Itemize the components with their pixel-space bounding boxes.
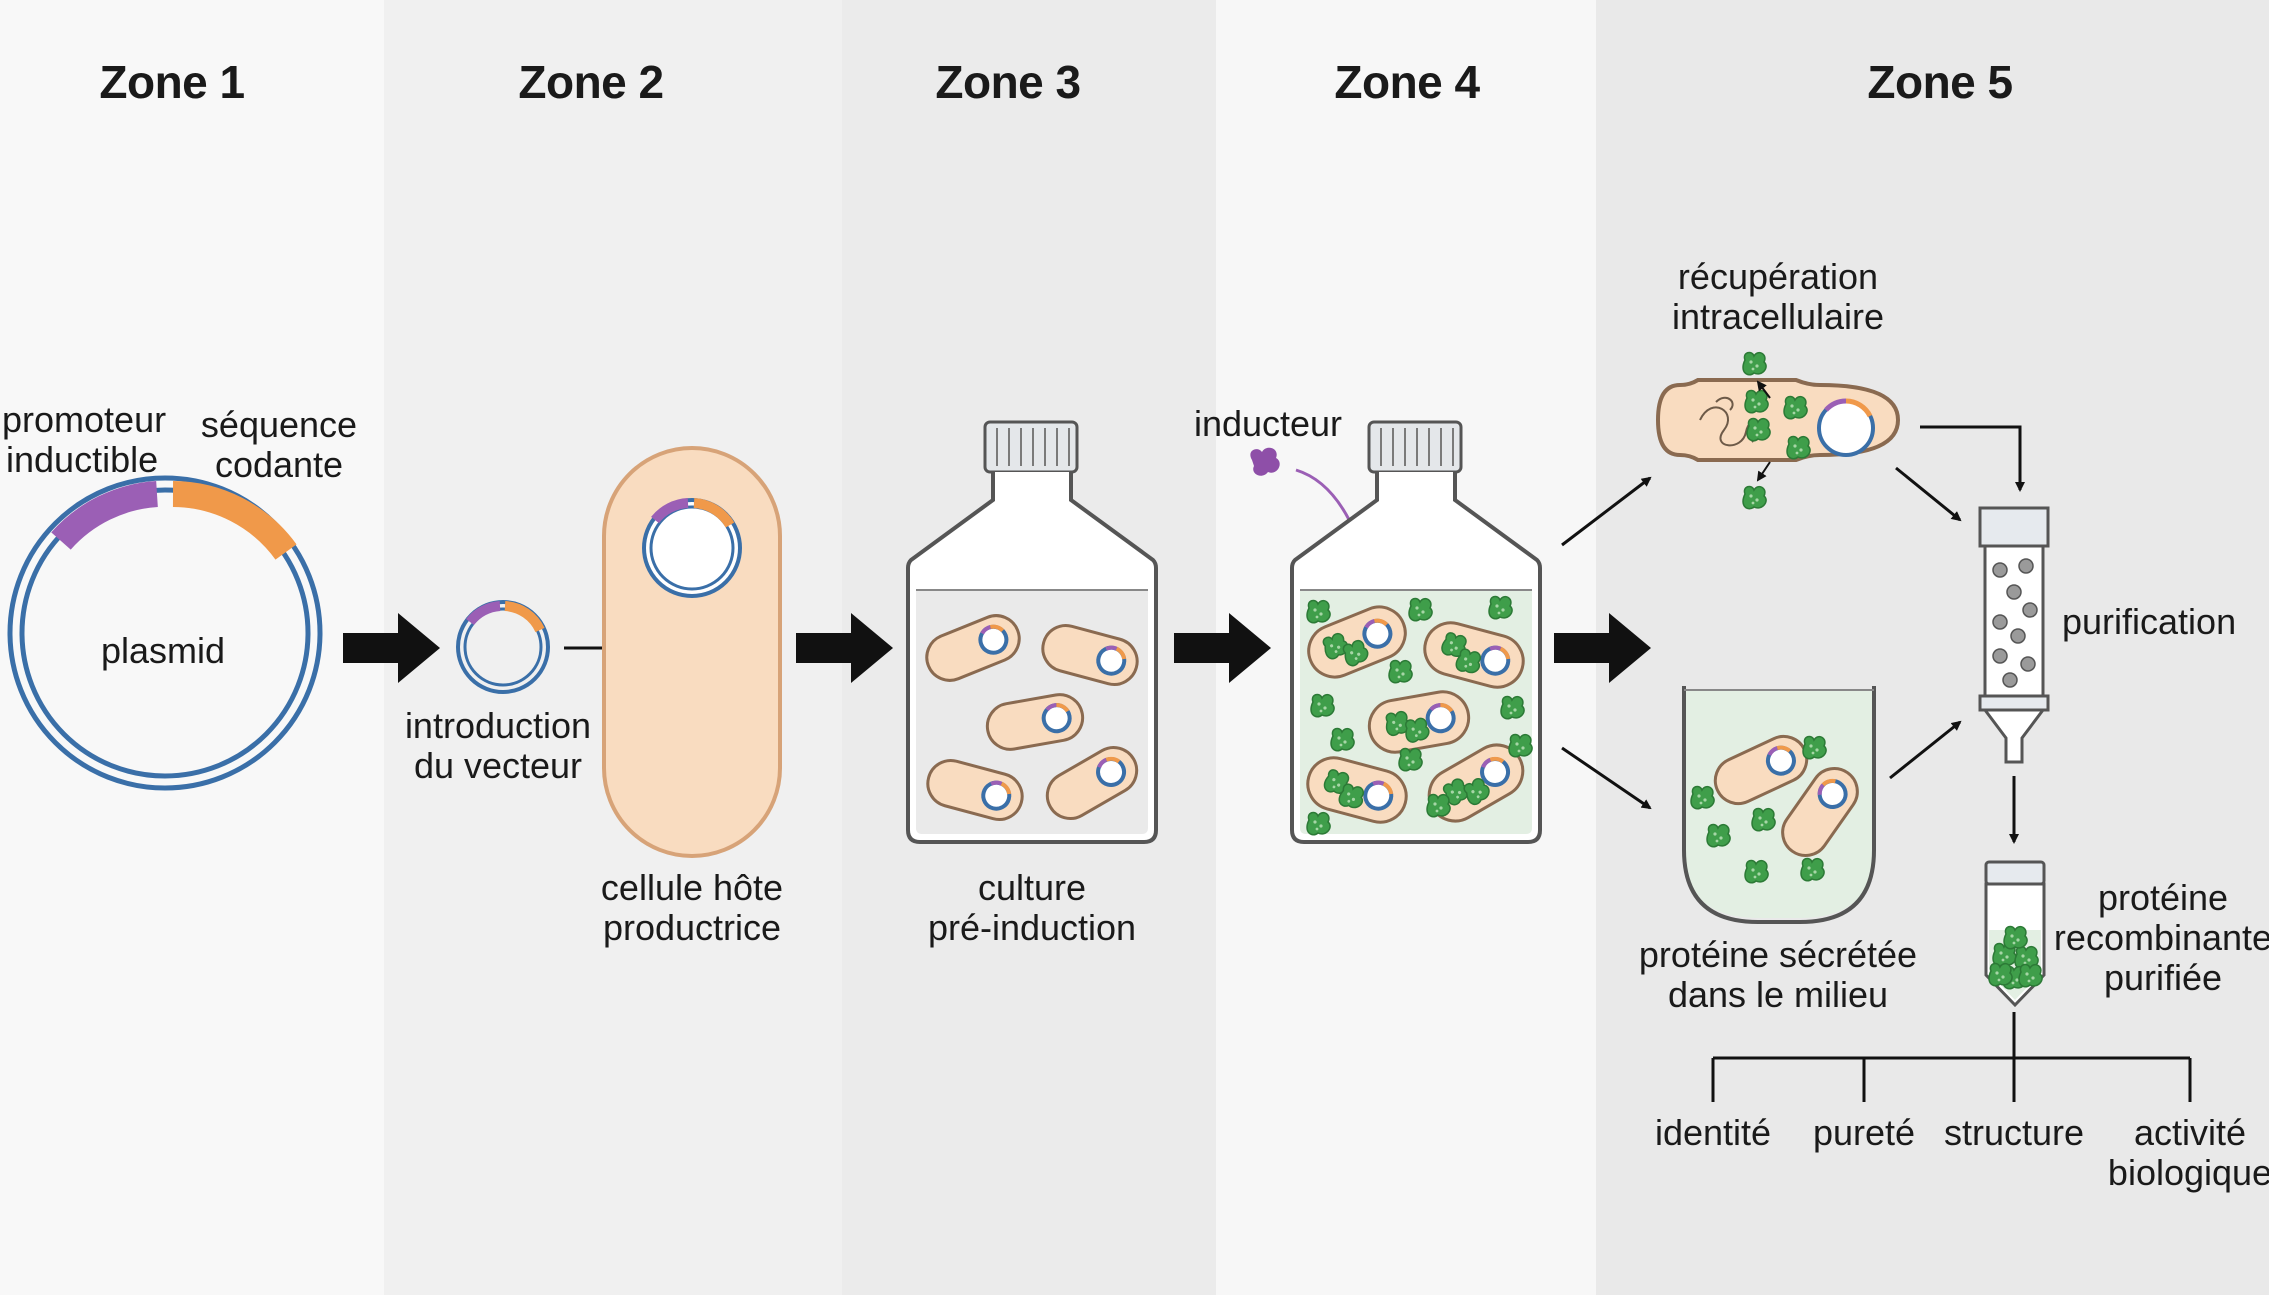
promoter-label-line2: inductible xyxy=(6,439,159,480)
purified-label-line2: recombinante xyxy=(2053,917,2269,958)
purification-column xyxy=(1978,506,2050,764)
process-arrow-3 xyxy=(1174,613,1271,683)
intracellular-to-column-arrow xyxy=(1920,425,2025,492)
process-arrow-1 xyxy=(343,613,440,683)
purified-protein-label: protéine recombinante purifiée xyxy=(2054,878,2269,998)
promoter-label: promoteur inductible xyxy=(2,400,166,480)
qc-activity-line1: activité xyxy=(2133,1112,2247,1153)
promoter-segment xyxy=(51,481,159,550)
process-arrow-2 xyxy=(796,613,893,683)
zone-2-title: Zone 2 xyxy=(518,56,664,108)
culture-label-line1: culture xyxy=(977,867,1087,908)
induced-cells xyxy=(1306,605,1525,824)
purification-label: purification xyxy=(2062,601,2237,642)
quality-control-tree xyxy=(1711,1012,2192,1102)
host-cell-label: cellule hôte productrice xyxy=(601,868,783,948)
culture-label-line2: pré-induction xyxy=(927,907,1137,948)
promoter-label-line1: promoteur xyxy=(2,399,167,440)
vector-introduction-label: introduction du vecteur xyxy=(405,706,591,786)
zone-5-background xyxy=(1596,0,2269,1295)
inducer-molecule-icon xyxy=(1250,447,1280,476)
intracellular-recovery-label: récupération intracellulaire xyxy=(1672,257,1884,337)
intro-label-line1: introduction xyxy=(404,705,592,746)
branch-arrow-intracellular xyxy=(1561,476,1652,547)
purified-label-line3: purifiée xyxy=(2103,957,2223,998)
cell-label-line2: productrice xyxy=(602,907,782,948)
qc-activity-label: activité biologique xyxy=(2108,1113,2269,1193)
culture-label: culture pré-induction xyxy=(928,868,1136,948)
lysed-cell xyxy=(1655,351,1901,510)
secretion-beaker xyxy=(1682,686,1876,924)
qc-structure-label: structure xyxy=(1943,1112,2085,1153)
secreted-label-line1: protéine sécrétée xyxy=(1638,934,1918,975)
inducer-label: inducteur xyxy=(1193,403,1343,444)
zone-5-title: Zone 5 xyxy=(1867,56,2013,108)
intro-label-line2: du vecteur xyxy=(413,745,583,786)
qc-purity-label: pureté xyxy=(1812,1112,1916,1153)
plasmid-label: plasmid xyxy=(100,630,226,671)
qc-activity-line2: biologique xyxy=(2107,1152,2269,1193)
secreted-label-line2: dans le milieu xyxy=(1667,974,1889,1015)
coding-label-line2: codante xyxy=(214,444,344,485)
lysed-to-column-arrow xyxy=(1895,466,1962,522)
zone-4-title: Zone 4 xyxy=(1334,56,1480,108)
coding-label-line1: séquence xyxy=(200,404,358,445)
purified-protein-tube xyxy=(1984,860,2046,1008)
pre-induction-cells xyxy=(925,614,1139,821)
cell-label-line1: cellule hôte xyxy=(600,867,784,908)
process-arrow-4 xyxy=(1554,613,1651,683)
coding-sequence-segment xyxy=(172,481,297,560)
branch-arrow-secreted xyxy=(1561,746,1652,810)
intracellular-label-line1: récupération xyxy=(1677,256,1879,297)
zone-3-title: Zone 3 xyxy=(935,56,1081,108)
plasmid-ring xyxy=(7,475,323,791)
small-plasmid-vector xyxy=(456,600,550,694)
coding-sequence-label: séquence codante xyxy=(201,405,357,485)
secreted-protein-label: protéine sécrétée dans le milieu xyxy=(1639,935,1917,1015)
intracellular-label-line2: intracellulaire xyxy=(1671,296,1885,337)
qc-identity-label: identité xyxy=(1654,1112,1772,1153)
purified-label-line1: protéine xyxy=(2097,877,2229,918)
zone-1-title: Zone 1 xyxy=(99,56,245,108)
secreted-to-column-arrow xyxy=(1889,720,1962,780)
host-cell-plasmid xyxy=(642,498,742,598)
